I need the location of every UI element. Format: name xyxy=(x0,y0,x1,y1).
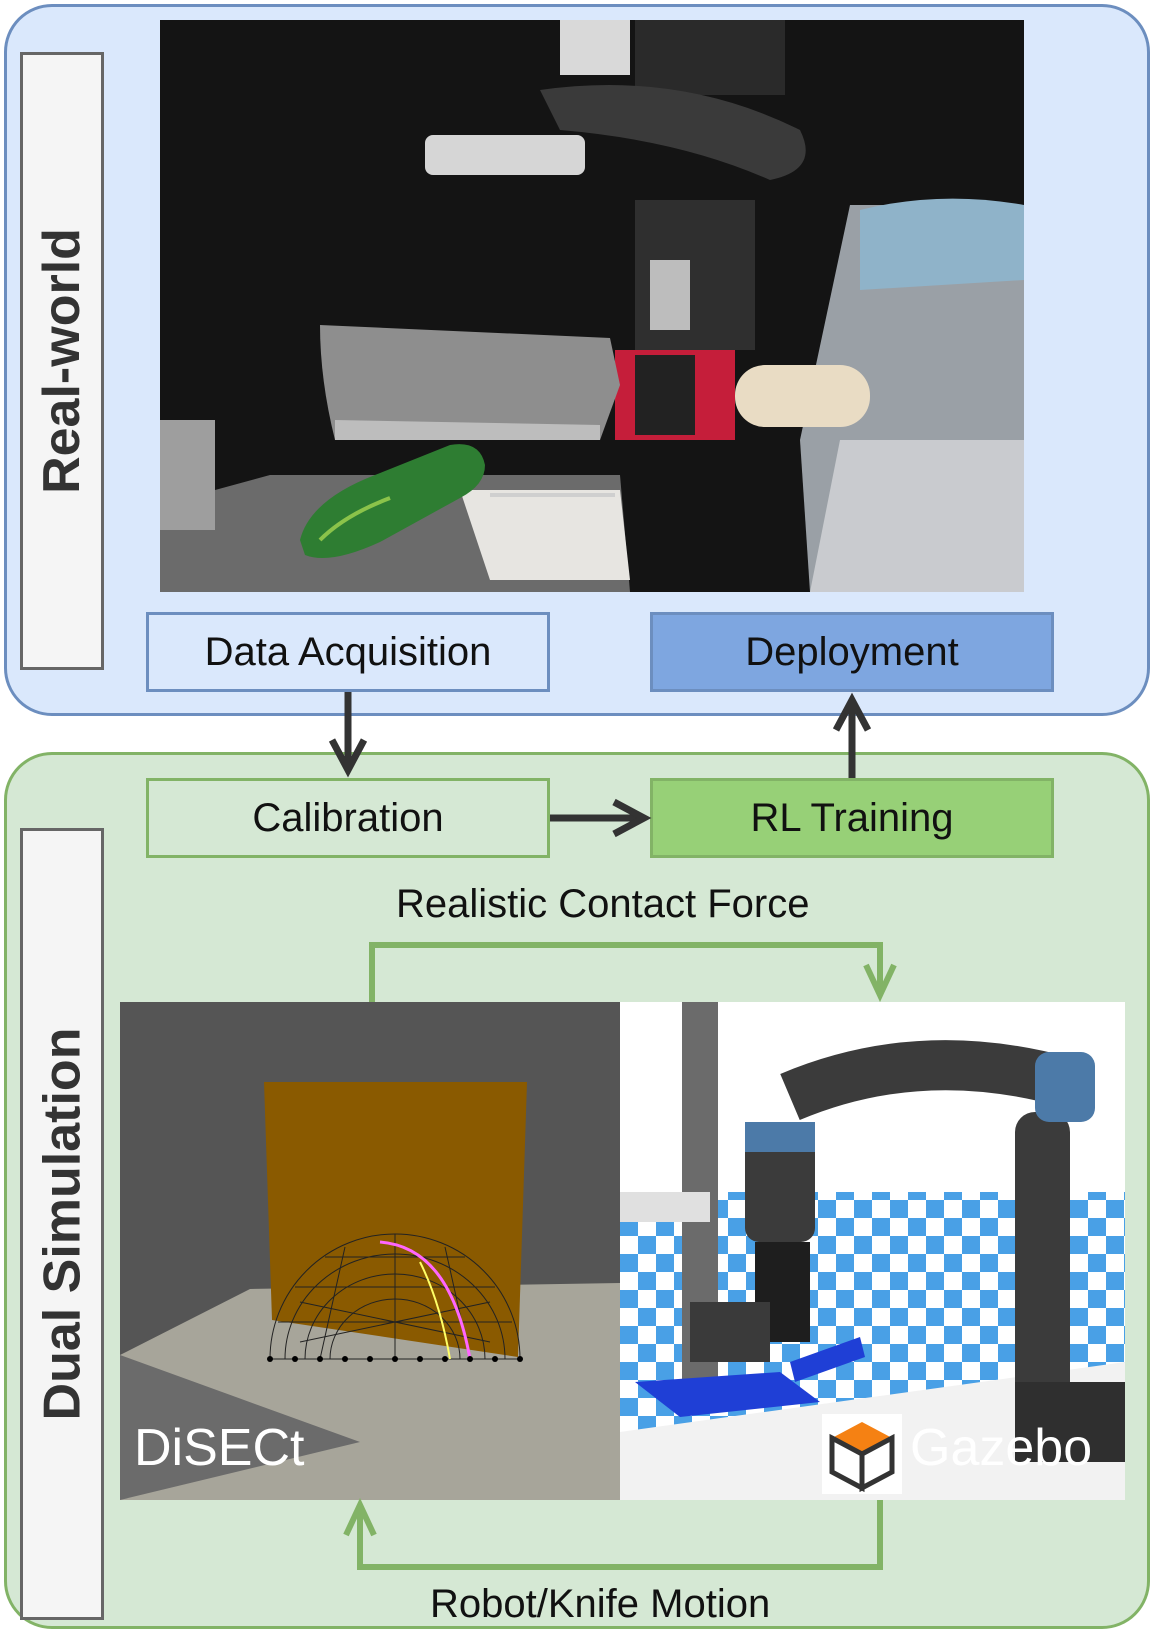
robot-knife-motion-label: Robot/Knife Motion xyxy=(430,1582,771,1626)
calibration-box: Calibration xyxy=(146,778,550,858)
gazebo-label: Gazebo xyxy=(910,1419,1093,1477)
disect-scene-illustration xyxy=(120,1002,620,1500)
robot-knife-motion-arrow xyxy=(343,1497,883,1570)
robot-cutting-photo-illustration xyxy=(160,20,1024,592)
rl-training-to-deployment-arrow xyxy=(832,692,872,778)
data-acquisition-to-calibration-arrow xyxy=(328,692,368,778)
real-world-label: Real-world xyxy=(20,52,104,670)
disect-render: DiSECt xyxy=(120,1002,620,1500)
realistic-contact-force-label: Realistic Contact Force xyxy=(396,882,810,926)
real-world-photo xyxy=(160,20,1024,592)
rl-training-box: RL Training xyxy=(650,778,1054,858)
gazebo-render: Gazebo xyxy=(620,1002,1125,1500)
deployment-box: Deployment xyxy=(650,612,1054,692)
dual-simulation-label: Dual Simulation xyxy=(20,828,104,1620)
data-acquisition-box: Data Acquisition xyxy=(146,612,550,692)
realistic-contact-force-arrow xyxy=(369,942,897,1003)
gazebo-logo xyxy=(822,1414,902,1494)
calibration-to-rl-training-arrow xyxy=(550,798,652,838)
gazebo-logo-icon xyxy=(829,1422,895,1493)
disect-label: DiSECt xyxy=(134,1419,305,1477)
